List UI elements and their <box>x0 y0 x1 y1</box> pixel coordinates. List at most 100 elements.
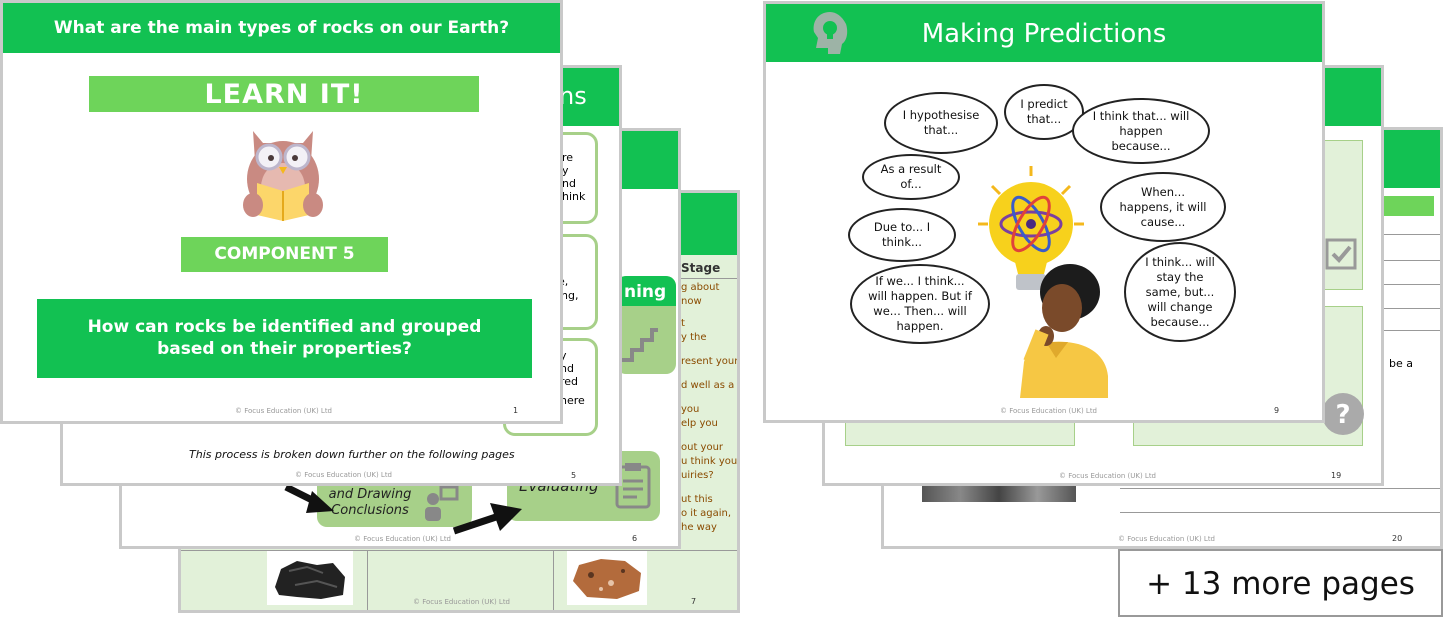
slide-7-header <box>681 193 737 255</box>
table-col-divider <box>367 550 368 610</box>
text-line: t <box>681 318 685 329</box>
writing-line <box>1384 260 1440 261</box>
slide-5-page-number: 5 <box>571 471 577 480</box>
slide-20-header <box>1384 130 1440 188</box>
text-line: e, <box>558 275 569 288</box>
text-line: here <box>560 394 585 407</box>
spacer <box>681 393 737 403</box>
slide-20-green-label <box>1384 196 1434 216</box>
head-lightbulb-icon <box>813 12 848 54</box>
text-line: ing, <box>558 289 579 302</box>
text-line: out your <box>681 442 724 453</box>
thought-bubble-due: Due to... I think... <box>848 208 956 262</box>
planning-label: ning <box>616 276 676 306</box>
text-line: ut this <box>681 494 713 505</box>
more-pages-label: + 13 more pages <box>1118 549 1443 617</box>
slide-6-page-number: 6 <box>632 534 638 543</box>
text-line: nd <box>560 362 574 375</box>
spacer <box>681 345 737 355</box>
slide-20-footer: © Focus Education (UK) Ltd <box>1118 535 1216 543</box>
coal-rock-image <box>267 551 353 605</box>
text-line: he way <box>681 522 717 533</box>
text-line: g about <box>681 282 720 293</box>
slide-9-header: Making Predictions <box>766 4 1322 62</box>
writing-line <box>1384 284 1440 285</box>
text-line: u think you <box>681 456 738 467</box>
checkbox-icon <box>1325 238 1357 270</box>
slide-1-header: What are the main types of rocks on our … <box>3 3 560 53</box>
spacer <box>681 431 737 441</box>
clipboard-icon <box>615 463 651 509</box>
slide-7-footer: © Focus Education (UK) Ltd <box>413 598 511 606</box>
thought-bubble-if-we: If we... I think... will happen. But if … <box>850 264 990 344</box>
component-label: COMPONENT 5 <box>181 237 388 272</box>
spacer <box>681 309 737 317</box>
rock-photo-strip <box>922 486 1076 502</box>
table-col-divider <box>553 550 554 610</box>
slide-1-page-number: 1 <box>513 406 519 415</box>
learn-it-banner: LEARN IT! <box>89 76 479 112</box>
slide-5-title: ns <box>559 82 587 110</box>
conclusions-label: and Drawing Conclusions <box>328 487 412 518</box>
writing-line <box>1384 234 1440 235</box>
arrow-icon <box>452 503 522 535</box>
process-note: This process is broken down further on t… <box>189 448 515 461</box>
slide-5-footer: © Focus Education (UK) Ltd <box>295 471 393 479</box>
arrow-icon <box>284 483 334 513</box>
writing-line <box>1384 308 1440 309</box>
granite-rock-image <box>567 551 647 605</box>
slide-19-footer: © Focus Education (UK) Ltd <box>1059 472 1157 480</box>
slide-6-footer: © Focus Education (UK) Ltd <box>354 535 452 543</box>
text-line: now <box>681 296 702 307</box>
text-line: re <box>562 151 574 164</box>
text-line: red <box>560 375 579 388</box>
thought-bubble-hypothesise: I hypothesise that... <box>884 92 998 154</box>
spacer <box>681 369 737 379</box>
owl-reading-icon <box>243 131 323 221</box>
table-divider <box>181 550 737 551</box>
text-line: d well as a <box>681 380 735 391</box>
text-line: hink <box>562 190 586 203</box>
slide-9-footer: © Focus Education (UK) Ltd <box>1000 407 1098 415</box>
slide-9-page-number: 9 <box>1274 406 1280 415</box>
svg-text:?: ? <box>1335 400 1350 430</box>
writing-line <box>1120 488 1440 489</box>
thought-bubble-stay-same: I think... will stay the same, but... wi… <box>1124 242 1236 342</box>
text-line: y <box>562 164 569 177</box>
lightbulb-atom-icon <box>978 166 1084 290</box>
spacer <box>558 261 595 275</box>
thought-bubble-when: When... happens, it will cause... <box>1100 172 1226 242</box>
slide-1-title: What are the main types of rocks on our … <box>53 18 510 38</box>
slide-1-footer: © Focus Education (UK) Ltd <box>235 407 333 415</box>
text-line: y the <box>681 332 707 343</box>
text-line: resent your <box>681 356 739 367</box>
thought-bubble-predict: I predict that... <box>1004 84 1084 140</box>
text-line: y <box>560 349 567 362</box>
presenter-icon <box>425 485 459 521</box>
slide-9-title: Making Predictions <box>921 19 1167 49</box>
text-line: uiries? <box>681 470 714 481</box>
thought-bubble-think-happen: I think that... will happen because... <box>1072 98 1210 164</box>
text-line: elp you <box>681 418 718 429</box>
thought-bubble-result: As a result of... <box>862 154 960 200</box>
text-line: you <box>681 404 700 415</box>
slide-20-text: be a <box>1389 357 1413 370</box>
divider <box>661 278 737 279</box>
slide-7-page-number: 7 <box>691 597 697 606</box>
question-icon: ? <box>1322 393 1364 435</box>
writing-line <box>1120 512 1440 513</box>
slide-1[interactable]: What are the main types of rocks on our … <box>0 0 563 424</box>
text-line: o it again, <box>681 508 732 519</box>
slide-19-page-number: 19 <box>1331 471 1342 480</box>
writing-line <box>1384 330 1440 331</box>
key-question: How can rocks be identified and grouped … <box>37 299 532 378</box>
stairs-icon <box>622 328 658 362</box>
slide-20-page-number: 20 <box>1392 534 1403 543</box>
planning-step: ning <box>616 276 676 374</box>
spacer <box>681 483 737 493</box>
slide-7-text: g about now t y the resent your d well a… <box>681 281 739 535</box>
thinking-boy-illustration <box>1020 264 1108 398</box>
text-line: nd <box>562 177 576 190</box>
slide-9[interactable]: Making Predictions I hypothesise that...… <box>763 1 1325 423</box>
